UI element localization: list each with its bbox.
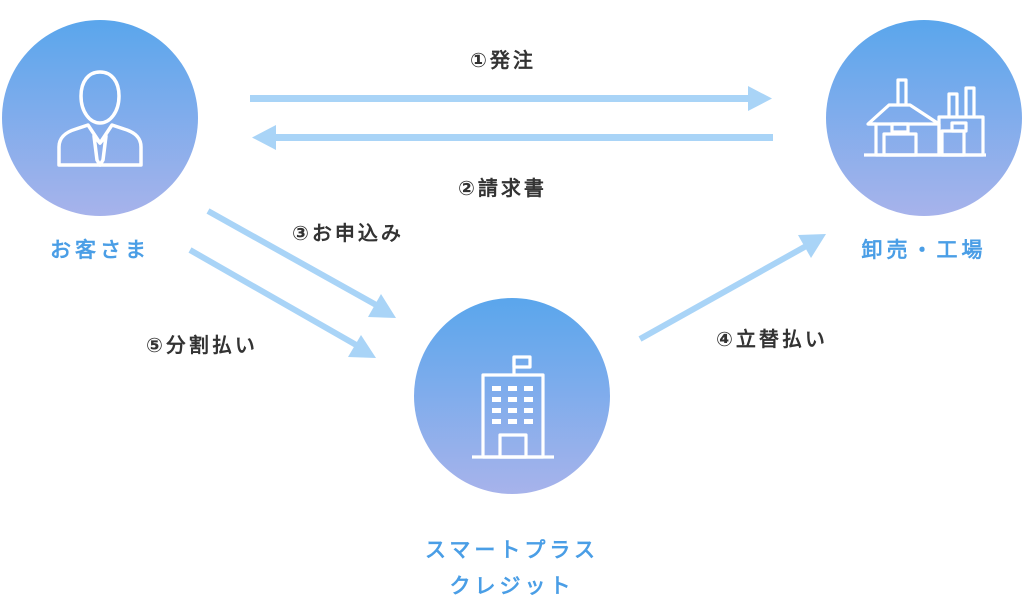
arrow-advance-payment <box>638 242 810 342</box>
customer-label: お客さま <box>50 238 150 262</box>
person-icon <box>57 70 143 167</box>
customer-node <box>2 20 198 216</box>
edge-label-invoice: ②請求書 <box>458 176 547 200</box>
credit-label-line1: スマートプラス <box>425 538 599 562</box>
arrowhead-installment <box>348 335 376 358</box>
arrow-order <box>250 86 772 111</box>
arrow-installment <box>188 247 360 349</box>
edge-label-application: ③お申込み <box>292 221 404 245</box>
arrowhead-application <box>368 294 396 318</box>
wholesaler-label: 卸売・工場 <box>861 238 987 262</box>
arrow-application <box>206 208 380 309</box>
edge-label-advance-payment: ④立替払い <box>716 327 828 351</box>
factory-icon <box>864 78 986 157</box>
credit-label-line2: クレジット <box>449 574 575 598</box>
arrowhead-advance-payment <box>798 234 826 258</box>
edge-label-installment: ⑤分割払い <box>146 333 258 357</box>
office-building-icon <box>472 355 554 459</box>
edge-label-order: ①発注 <box>470 48 536 72</box>
credit-node <box>414 298 610 494</box>
wholesaler-node <box>826 20 1022 216</box>
arrow-invoice <box>252 125 773 150</box>
